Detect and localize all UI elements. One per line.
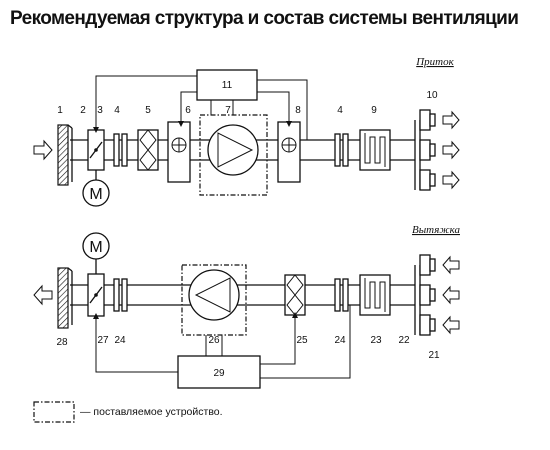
supply-component-numbers: 1 2 3 4 5 6 7 8 4 9 10 [57, 90, 438, 116]
exhaust-number: 28 [56, 337, 68, 348]
supply-filter [137, 129, 159, 171]
supply-number: 6 [185, 105, 191, 116]
supply-flex-connector-2 [334, 133, 349, 167]
supply-number: 2 [80, 105, 86, 116]
exhaust-flex-connector-2 [334, 278, 349, 312]
exhaust-number: 22 [398, 335, 410, 346]
supply-number: 10 [426, 90, 438, 101]
supply-number: 3 [97, 105, 103, 116]
supply-motor: M [82, 179, 110, 207]
exhaust-number: 23 [370, 335, 382, 346]
diagram-title: Рекомендуемая структура и состав системы… [10, 8, 519, 29]
supply-controller: 11 [196, 69, 258, 101]
supply-number: 8 [295, 105, 301, 116]
exhaust-damper [87, 273, 105, 317]
supply-number: 4 [114, 105, 120, 116]
exhaust-number: 26 [208, 335, 220, 346]
legend-dashed-box-icon [33, 401, 75, 423]
supply-cooler [277, 121, 301, 183]
exhaust-filter [284, 274, 306, 316]
exhaust-motor: M [82, 232, 110, 274]
supply-line: Приток M [33, 56, 460, 207]
supply-damper [87, 129, 105, 180]
exhaust-silencer [359, 274, 391, 316]
supply-intake-grille [57, 124, 73, 186]
exhaust-number: 21 [428, 350, 440, 361]
legend-text: — поставляемое устройство. [80, 406, 223, 418]
exhaust-number: 24 [334, 335, 346, 346]
exhaust-air-intakes [414, 254, 460, 336]
supply-silencer [359, 129, 391, 171]
legend: — поставляемое устройство. [33, 401, 223, 423]
exhaust-grille [57, 267, 73, 329]
exhaust-number: 25 [296, 335, 308, 346]
exhaust-flex-connector-1 [113, 278, 128, 312]
svg-text:M: M [89, 239, 102, 256]
exhaust-outlet-arrow [33, 284, 53, 306]
supply-number: 7 [225, 105, 231, 116]
exhaust-number: 27 [97, 335, 109, 346]
exhaust-control-wiring [93, 305, 351, 379]
exhaust-number: 24 [114, 335, 126, 346]
supply-inlet-arrow [33, 139, 53, 161]
supply-section-label: Приток [415, 56, 454, 68]
supply-number: 5 [145, 105, 151, 116]
exhaust-component-numbers: 28 27 24 26 25 24 23 22 21 [56, 335, 440, 361]
exhaust-controller-label: 29 [213, 368, 225, 379]
supply-heater [167, 121, 191, 183]
supply-controller-label: 11 [222, 80, 233, 91]
supply-flex-connector-1 [113, 133, 128, 167]
supply-number: 1 [57, 105, 63, 116]
supply-control-wiring [93, 75, 308, 140]
supply-air-distributors [414, 109, 460, 191]
supply-fan [199, 114, 268, 196]
supply-number: 9 [371, 105, 377, 116]
exhaust-fan [181, 264, 247, 336]
supply-number: 4 [337, 105, 343, 116]
svg-text:M: M [89, 186, 102, 203]
exhaust-controller: 29 [177, 355, 261, 389]
exhaust-section-label: Вытяжка [412, 224, 460, 236]
exhaust-line: Вытяжка M [33, 224, 460, 389]
